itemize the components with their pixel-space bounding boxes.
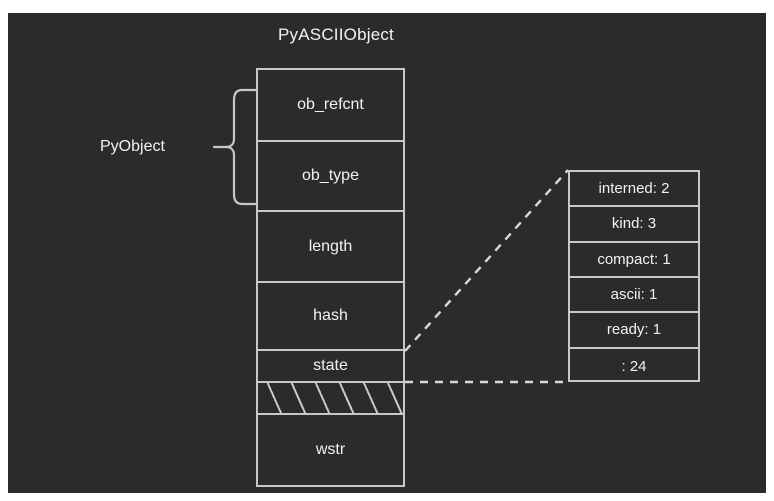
state-bitfield-ready: ready: 1 <box>570 313 698 349</box>
struct-field-label: ob_refcnt <box>297 96 364 113</box>
struct-field-label: wstr <box>315 441 346 458</box>
state-bitfield-ascii: ascii: 1 <box>570 278 698 314</box>
pyasciiobject-struct-box: ob_refcnt ob_type length hash state wstr <box>256 68 405 487</box>
pyobject-group-label: PyObject <box>100 138 165 155</box>
struct-field-label: length <box>308 237 353 255</box>
diagram-canvas: PyASCIIObject PyObject ob_refcnt ob_type… <box>8 13 766 493</box>
struct-field-state: state <box>258 351 403 383</box>
state-bitfield-label: : 24 <box>621 357 647 375</box>
struct-field-label: ob_type <box>302 167 359 184</box>
struct-field-label: hash <box>313 307 348 324</box>
state-bitfield-compact: compact: 1 <box>570 243 698 278</box>
struct-field-ob_type: ob_type <box>258 142 403 212</box>
struct-field-label: state <box>313 357 348 374</box>
pyobject-brace-icon <box>212 88 258 206</box>
struct-field-ob_refcnt: ob_refcnt <box>258 70 403 142</box>
state-bitfield-label: interned: 2 <box>598 180 670 198</box>
state-bitfield-label: kind: 3 <box>611 215 657 233</box>
struct-field-hash: hash <box>258 283 403 351</box>
state-bitfield-label: ready: 1 <box>606 321 662 339</box>
state-bitfield-kind: kind: 3 <box>570 207 698 243</box>
struct-field-padding-hatched <box>258 383 403 415</box>
struct-field-wstr: wstr <box>258 415 403 485</box>
state-bitfield-label: compact: 1 <box>597 250 671 268</box>
state-bitfield-unused: : 24 <box>570 349 698 384</box>
state-bitfield-label: ascii: 1 <box>610 286 658 304</box>
state-bitfields-box: interned: 2 kind: 3 compact: 1 ascii: 1 … <box>568 170 700 382</box>
state-bitfield-interned: interned: 2 <box>570 172 698 208</box>
struct-field-length: length <box>258 212 403 283</box>
struct-title: PyASCIIObject <box>278 25 394 44</box>
connector-diagonal-dashed <box>404 169 569 352</box>
